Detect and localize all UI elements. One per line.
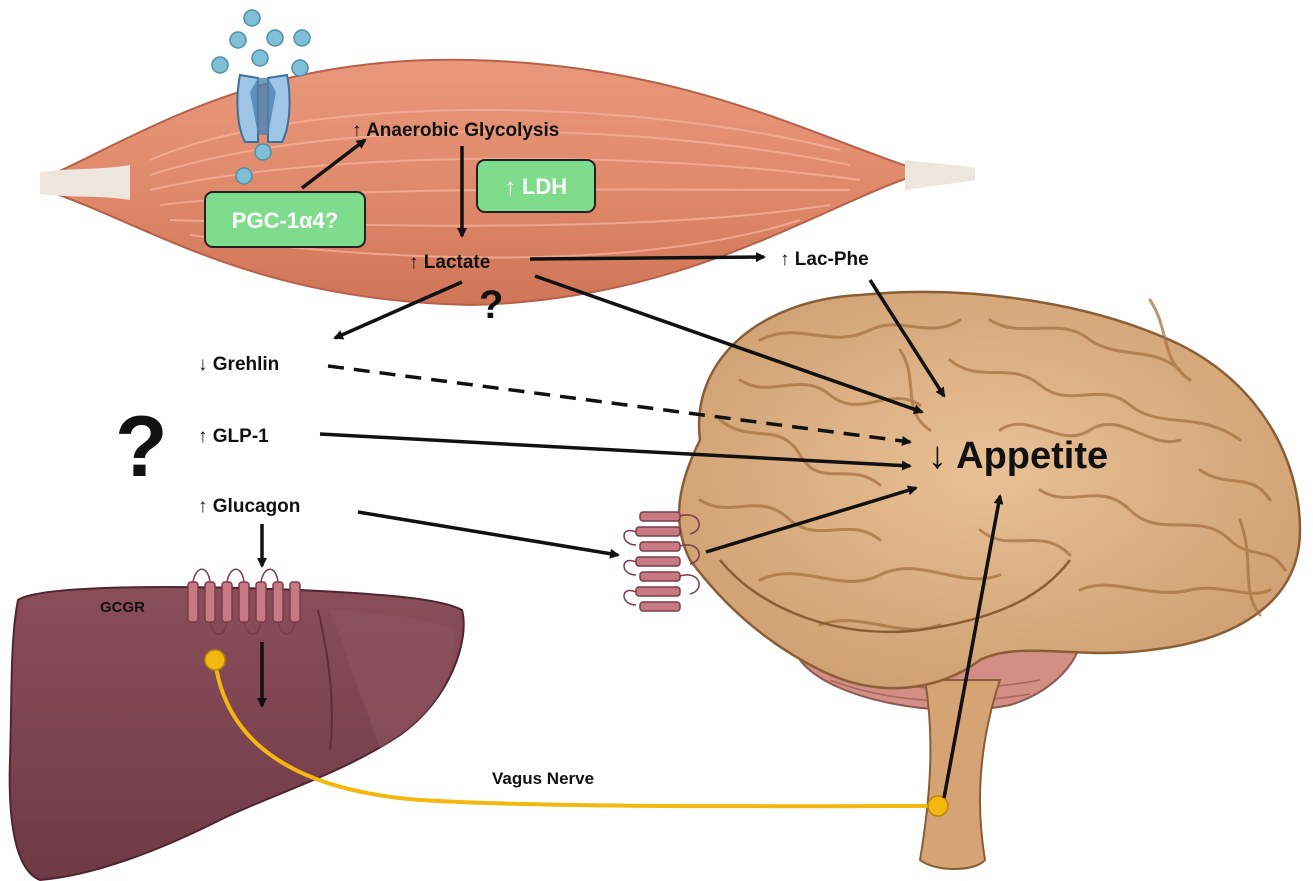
appetite-label: ↓ Appetite [928, 435, 1108, 477]
arrow-glucagon-to-brain-receptor [358, 512, 618, 555]
small-question-mark: ? [479, 283, 503, 327]
gcgr-label: GCGR [100, 599, 145, 616]
transporter-channel-icon [237, 75, 289, 142]
brain [679, 292, 1300, 869]
pgc-box: PGC-1α4? [205, 192, 365, 247]
anaerobic-glycolysis-label: ↑ Anaerobic Glycolysis [352, 120, 559, 141]
vagus-nerve-label: Vagus Nerve [492, 769, 594, 788]
liver [10, 587, 464, 880]
ldh-label: ↑ LDH [505, 174, 567, 199]
glp1-label: ↑ GLP-1 [198, 426, 269, 447]
ldh-box: ↑ LDH [477, 160, 595, 212]
arrow-lactate-to-lacphe [530, 257, 764, 259]
big-question-mark: ? [115, 399, 168, 495]
grehlin-label: ↓ Grehlin [198, 354, 279, 375]
lactate-label: ↑ Lactate [409, 252, 490, 273]
lac-phe-label: ↑ Lac-Phe [780, 249, 869, 270]
glucagon-label: ↑ Glucagon [198, 496, 300, 517]
pgc-label: PGC-1α4? [232, 208, 338, 233]
